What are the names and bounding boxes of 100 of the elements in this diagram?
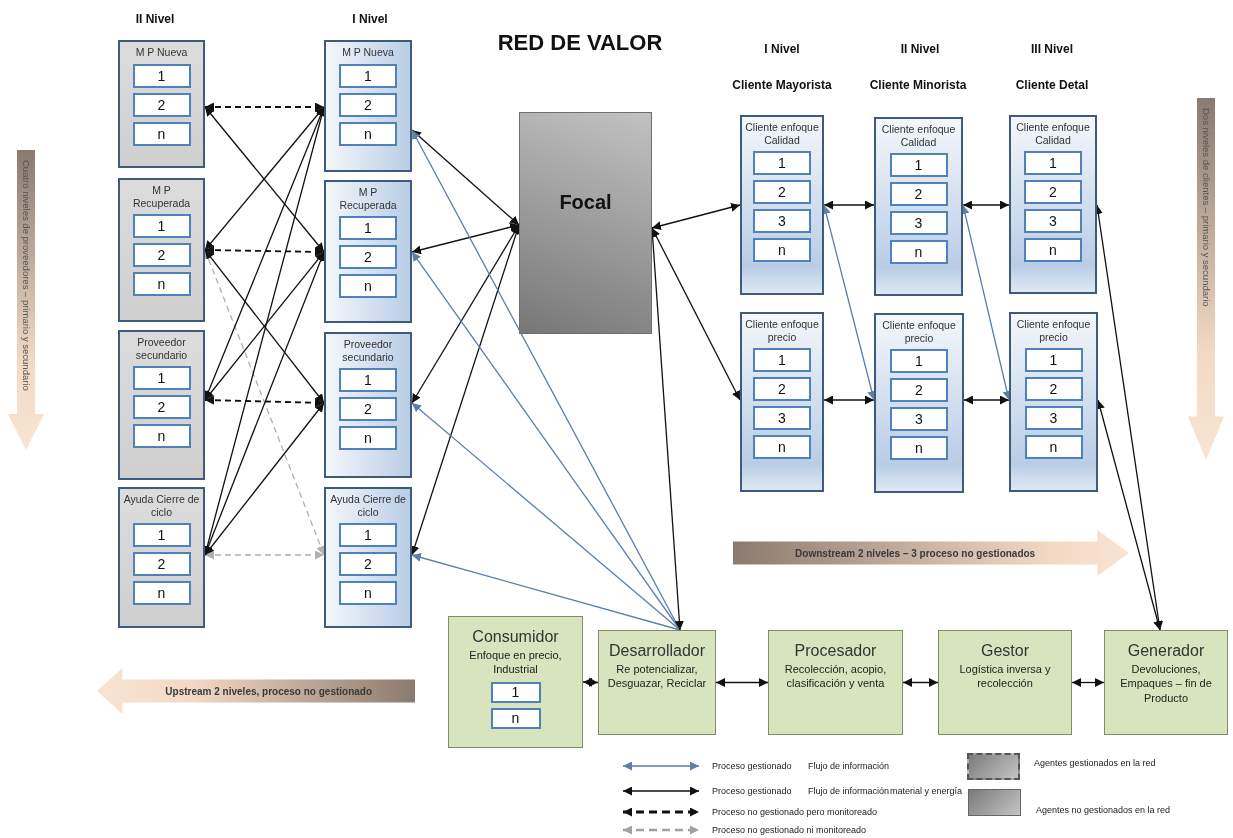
box-title: Proveedor secundario <box>341 338 395 364</box>
number-box: 1 <box>889 153 948 178</box>
client-box <box>1009 312 1098 492</box>
number-box: 2 <box>753 377 811 402</box>
number-box: n <box>753 435 811 460</box>
client-box <box>1009 115 1097 294</box>
column-heading: Cliente Minorista <box>869 78 967 92</box>
number-box: 2 <box>339 552 397 577</box>
number-box: n <box>339 274 397 299</box>
number-box: 2 <box>753 180 811 205</box>
box-description: Recolección, acopio, clasificación y venta <box>783 662 888 691</box>
box-title: Proveedor secundario <box>134 336 189 362</box>
box-title: M P Recuperada <box>131 184 192 210</box>
number-box: 3 <box>753 209 811 234</box>
number-box: 1 <box>132 366 191 391</box>
arrow <box>411 224 520 404</box>
column-heading: III Nivel <box>1031 42 1073 56</box>
arrow-label: Downstream 2 niveles – 3 proceso no gestionados <box>794 547 1037 559</box>
column-heading: I Nivel <box>764 42 800 56</box>
legend-text: Proceso gestionado <box>712 761 792 771</box>
agent-box <box>938 630 1072 735</box>
box-description: Logística inversa y recolección <box>958 662 1052 691</box>
number-box: 1 <box>753 151 811 176</box>
arrow <box>651 227 741 401</box>
arrow-label: Upstream 2 niveles, proceso no gestionado <box>164 685 374 697</box>
client-box <box>874 117 963 296</box>
arrow <box>204 550 325 560</box>
number-box: n <box>132 424 191 449</box>
supplier-box <box>118 40 205 168</box>
arrow <box>411 251 681 631</box>
arrow <box>204 395 325 408</box>
arrow <box>823 395 875 405</box>
box-title: Gestor <box>981 641 1029 661</box>
arrow <box>411 222 520 255</box>
legend-text: Agentes gestionados en la red <box>1034 758 1156 768</box>
box-title: Cliente enfoque Calidad <box>745 121 819 147</box>
column-heading: I Nivel <box>352 12 388 26</box>
legend-note: Flujo de información <box>808 761 890 771</box>
arrow <box>411 402 681 631</box>
box-title: M P Nueva <box>342 46 394 59</box>
number-box: 1 <box>890 349 948 374</box>
arrow <box>204 245 325 257</box>
box-description: Enfoque en precio, Industrial <box>468 648 563 677</box>
number-box: 2 <box>132 92 191 117</box>
arrow <box>204 402 325 556</box>
number-box: 1 <box>1024 348 1083 373</box>
box-title: Generador <box>1127 641 1205 661</box>
arrow <box>411 129 520 226</box>
number-box: n <box>132 272 191 297</box>
legend-text: Proceso no gestionado ni monitoreado <box>712 825 867 835</box>
box-title: Cliente enfoque Calidad <box>1015 121 1091 147</box>
supplier-box <box>118 330 205 480</box>
box-title: Ayuda Cierre de ciclo <box>123 493 200 519</box>
number-box: n <box>1024 238 1082 263</box>
number-box: 1 <box>339 368 397 393</box>
number-box: 1 <box>339 63 397 88</box>
arrow <box>411 553 681 631</box>
number-box: 2 <box>889 182 948 207</box>
box-title: Focal <box>559 190 612 214</box>
diagram-title: RED DE VALOR <box>497 30 663 56</box>
legend-text: Agentes no gestionados en la red <box>1036 805 1171 815</box>
legend-text: Proceso no gestionado pero monitoreado <box>712 807 878 817</box>
arrow <box>823 200 875 210</box>
agent-box <box>598 630 716 735</box>
column-heading: II Nivel <box>135 12 175 26</box>
number-box: n <box>132 581 191 606</box>
number-box: 1 <box>132 523 191 548</box>
legend-text: Proceso gestionado <box>712 786 792 796</box>
number-box: 1 <box>339 523 397 548</box>
number-box: 3 <box>890 407 948 432</box>
column-heading: II Nivel <box>900 42 940 56</box>
number-box: 2 <box>1024 180 1082 205</box>
box-description: Re potencializar, Desguazar, Reciclar <box>606 662 708 691</box>
arrow <box>902 678 939 687</box>
number-box: 2 <box>339 92 397 117</box>
column-heading: Cliente Detal <box>1015 78 1089 92</box>
number-box: n <box>889 240 948 265</box>
number-box: 1 <box>490 681 541 703</box>
box-title: Procesador <box>794 641 877 661</box>
box-title: M P Recuperada <box>338 186 398 212</box>
number-box: n <box>339 121 397 146</box>
arrow <box>582 677 599 687</box>
agent-box <box>768 630 903 735</box>
box-title: Cliente enfoque precio <box>745 318 819 344</box>
number-box: n <box>339 426 397 451</box>
box-title: Desarrollador <box>608 641 705 661</box>
number-box: 2 <box>890 378 948 403</box>
number-box: 3 <box>1024 209 1082 234</box>
arrow <box>715 678 769 687</box>
number-box: 2 <box>132 552 191 577</box>
number-box: 2 <box>339 397 397 422</box>
agent-box <box>1104 630 1228 735</box>
arrow <box>963 395 1010 405</box>
number-box: n <box>1024 435 1083 460</box>
supplier-box <box>324 40 412 172</box>
number-box: 3 <box>753 406 811 431</box>
number-box: 1 <box>753 348 811 373</box>
number-box: 1 <box>1024 151 1082 176</box>
number-box: 2 <box>132 395 191 420</box>
arrow <box>651 202 741 231</box>
